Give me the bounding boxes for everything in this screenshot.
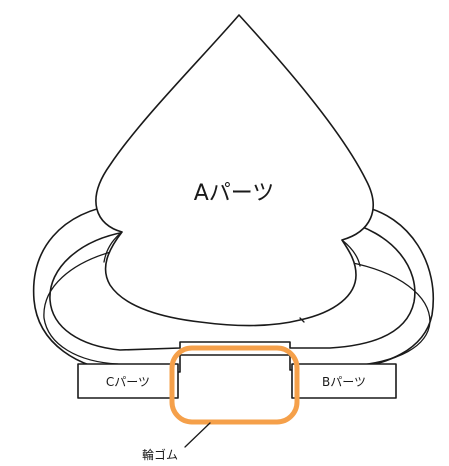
rubber-band-label: 輪ゴム: [142, 447, 178, 462]
part-c-label: Cパーツ: [106, 375, 150, 389]
part-a-shape: [96, 15, 373, 326]
rubber-band: [172, 348, 297, 422]
rubber-band-leader: [185, 423, 210, 447]
part-b: Bパーツ: [292, 364, 396, 398]
part-c: Cパーツ: [78, 364, 178, 398]
part-b-label: Bパーツ: [322, 375, 366, 389]
part-a-label: Aパーツ: [194, 181, 275, 206]
